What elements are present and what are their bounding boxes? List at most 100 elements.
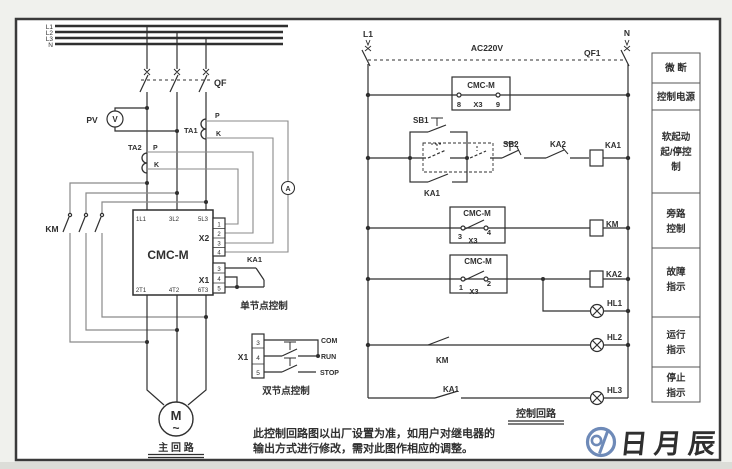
- bottom-strip: [0, 462, 732, 469]
- dual-x1-pin-4: 4: [256, 355, 260, 362]
- km-contactor-label: KM: [45, 224, 58, 234]
- lamp-hl2: [589, 337, 605, 353]
- caption-line-2: 输出方式进行修改，需对此图作相应的调整。: [253, 441, 473, 455]
- logo: 日月辰: [585, 426, 724, 459]
- x1-pin-3: 3: [217, 267, 221, 273]
- bypass-km: KM: [45, 181, 208, 344]
- dual-run-label: RUN: [321, 354, 336, 361]
- ka1-parallel-label: KA1: [424, 189, 441, 198]
- lamp-hl1: [589, 303, 605, 319]
- cmc-m-label: CMC-M: [147, 248, 188, 262]
- control-circuit-title: 控制回路: [508, 407, 564, 425]
- panel-item-control-power: 控制电源: [657, 91, 696, 103]
- motor-wave: ~: [172, 421, 179, 435]
- terminal-4t2: 4T2: [169, 288, 180, 294]
- dual-x1-pin-3: 3: [256, 340, 260, 347]
- rung-power-t8: 8: [457, 100, 461, 109]
- lamp-hl3: [589, 390, 605, 406]
- km-coil-label: KM: [606, 220, 619, 229]
- rung-bypass-x3: X3: [468, 236, 477, 245]
- bus-bars: [55, 24, 288, 46]
- main-circuit-title: 主 回 路: [158, 441, 195, 454]
- rung-fault-t2: 2: [487, 279, 491, 288]
- single-node-control: KA1 单节点控制: [225, 255, 288, 312]
- terminal-2t1: 2T1: [136, 288, 147, 294]
- x1-pin-4: 4: [217, 277, 221, 283]
- ct-ta2: TA2 P K: [128, 143, 159, 174]
- panel-item-softstart-1: 软起动: [662, 131, 691, 143]
- ta1-p-label: P: [215, 113, 220, 120]
- ta2-p-label: P: [153, 145, 158, 152]
- rung-power-x3: X3: [473, 100, 482, 109]
- voltmeter-pv: V PV: [86, 106, 179, 133]
- ka1-contact-rung-label: KA1: [443, 385, 460, 394]
- dual-com-label: COM: [321, 338, 338, 345]
- cc-qf1-label: QF1: [584, 48, 601, 58]
- cmc-m-main-box: CMC-M 1L1 3L2 5L3 2T1 4T2 6T3 1 2 3 4 X2: [132, 209, 226, 296]
- hl2-label: HL2: [607, 333, 623, 342]
- terminal-1l1: 1L1: [136, 217, 147, 223]
- x1-connector: 3 4 5 X1: [199, 262, 226, 294]
- x2-pin-2: 2: [217, 232, 221, 238]
- ka2-coil-label: KA2: [606, 270, 623, 279]
- dual-stop-label: STOP: [320, 370, 339, 377]
- rung-fault-t1: 1: [459, 283, 463, 292]
- bus-label-l3: L3: [46, 36, 54, 43]
- terminal-3l2: 3L2: [169, 217, 180, 223]
- rung-bypass-device: CMC-M: [463, 209, 491, 218]
- rung-bypass-t4: 4: [487, 228, 492, 237]
- rung-fault-x3: X3: [469, 287, 478, 296]
- dual-node-control: 3 4 5 X1 COM RUN STOP 双节点控制: [238, 333, 339, 397]
- qf1-breaker: L1 N AC220V QF1: [361, 28, 631, 67]
- panel-item-stop-1: 停止: [666, 372, 686, 384]
- panel-item-bypass-2: 控制: [666, 223, 686, 235]
- right-panel: 微 断 控制电源 软起动 起/停控 制 旁路 控制 故障 指示 运行 指示 停止…: [651, 52, 701, 403]
- ct-ta1: TA1 P K: [184, 113, 221, 140]
- rail-dots: [365, 92, 631, 348]
- cc-n-label: N: [624, 28, 630, 38]
- rung-power-device: CMC-M: [467, 81, 495, 90]
- motor-symbol: M: [171, 408, 182, 423]
- x2-pin-3: 3: [217, 242, 221, 248]
- panel-item-stop-2: 指示: [666, 387, 686, 399]
- ta1-k-label: K: [216, 131, 221, 138]
- panel-item-softstart-3: 制: [671, 161, 681, 173]
- ka2-nc-label: KA2: [550, 140, 567, 149]
- ta2-label: TA2: [128, 143, 142, 152]
- ka1-coil-label: KA1: [605, 141, 622, 150]
- dual-x1-pin-5: 5: [256, 370, 260, 377]
- ammeter-symbol: A: [285, 186, 290, 193]
- x2-pin-4: 4: [217, 251, 221, 257]
- breaker-qf: QF: [139, 26, 227, 210]
- panel-item-breaker: 微 断: [664, 62, 687, 74]
- panel-item-fault-1: 故障: [666, 266, 686, 278]
- x1-pin-5: 5: [217, 287, 221, 293]
- voltmeter-symbol: V: [112, 115, 118, 124]
- x1-label: X1: [199, 275, 210, 285]
- bus-label-l2: L2: [46, 30, 54, 37]
- hl1-label: HL1: [607, 299, 623, 308]
- terminal-5l3: 5L3: [198, 217, 209, 223]
- km-contact-label: KM: [436, 356, 449, 365]
- cc-l1-label: L1: [363, 29, 373, 39]
- x2-pin-1: 1: [217, 223, 221, 229]
- rung-power: CMC-M 8 X3 9: [368, 76, 628, 111]
- dual-node-caption: 双节点控制: [261, 385, 310, 397]
- rung-fault-device: CMC-M: [464, 257, 492, 266]
- bus-label-n: N: [48, 42, 53, 49]
- logo-text: 日月辰: [619, 429, 724, 459]
- svg-text:控制回路: 控制回路: [516, 407, 557, 420]
- voltmeter-label: PV: [86, 115, 98, 125]
- main-circuit: L1 L2 L3 N QF: [45, 24, 339, 459]
- single-node-caption: 单节点控制: [240, 300, 288, 312]
- rung-start-stop: SB1 SB2 KA2 KA1 KA1: [368, 116, 628, 198]
- breaker-qf-label: QF: [214, 78, 227, 88]
- hl3-label: HL3: [607, 386, 623, 395]
- rung-bypass: CMC-M 3 X3 4 KM: [368, 206, 628, 245]
- ct-wiring: A: [147, 120, 296, 253]
- ta2-k-label: K: [154, 162, 159, 169]
- rung-fault: CMC-M 1 X3 2 KA2 HL1: [368, 254, 628, 319]
- rung-power-t9: 9: [496, 100, 500, 109]
- rung-run: KM HL2: [368, 333, 628, 365]
